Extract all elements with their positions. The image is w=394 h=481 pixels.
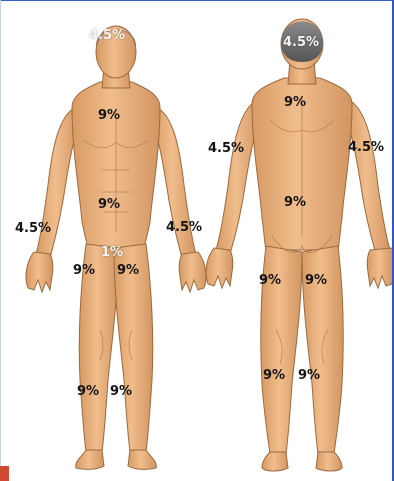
front-right-lower-leg-label: 9%	[110, 385, 132, 398]
front-right-thigh-label: 9%	[117, 264, 139, 277]
back-figure	[206, 19, 394, 471]
frame-top-edge	[0, 0, 394, 1]
back-upper-back-label: 9%	[284, 96, 306, 109]
back-left-thigh-label: 9%	[259, 274, 281, 287]
back-left-calf-label: 9%	[263, 369, 285, 382]
front-genitals-label: 1%	[101, 246, 123, 259]
front-hand-left	[26, 252, 53, 292]
back-hand-left	[206, 248, 233, 288]
front-left-arm-label: 4.5%	[15, 222, 51, 235]
front-left-thigh-label: 9%	[73, 264, 95, 277]
back-hand-right	[367, 248, 393, 288]
back-foot-left	[262, 452, 288, 471]
front-head-label: 4.5%	[89, 29, 125, 42]
back-left-arm-label: 4.5%	[208, 142, 244, 155]
front-foot-right	[128, 450, 156, 469]
back-right-thigh-label: 9%	[305, 274, 327, 287]
back-head-label: 4.5%	[283, 36, 319, 49]
corner-marker	[0, 466, 9, 481]
front-right-arm-label: 4.5%	[166, 221, 202, 234]
front-chest-label: 9%	[98, 109, 120, 122]
back-lower-back-label: 9%	[284, 196, 306, 209]
front-foot-left	[76, 450, 104, 469]
back-right-arm-label: 4.5%	[348, 141, 384, 154]
back-right-calf-label: 9%	[298, 369, 320, 382]
back-arm-right	[346, 102, 390, 254]
front-hand-right	[179, 252, 206, 292]
frame-left-edge	[0, 0, 1, 481]
front-left-lower-leg-label: 9%	[77, 385, 99, 398]
front-abdomen-label: 9%	[98, 198, 120, 211]
back-foot-right	[316, 452, 342, 471]
